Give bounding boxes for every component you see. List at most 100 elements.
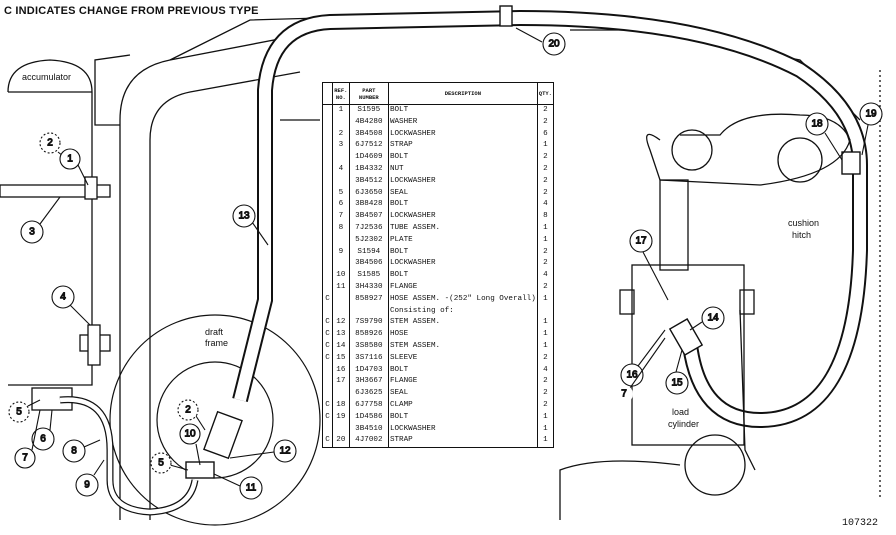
callout-14: 14 xyxy=(689,306,725,331)
ref-no-cell: 4 xyxy=(331,163,350,176)
part-number-cell: 3B4507 xyxy=(348,211,389,223)
figure-number: 107322 xyxy=(841,518,878,529)
callout-1: 1 xyxy=(59,148,89,186)
qty-cell: 2 xyxy=(536,352,555,365)
description-cell: LOCKWASHER xyxy=(387,128,538,141)
cushion-hitch xyxy=(646,113,851,186)
part-number-cell: 3B4510 xyxy=(348,423,389,436)
qty-cell: 4 xyxy=(536,270,555,282)
ref-no-cell: 14 xyxy=(331,340,350,353)
ref-no-cell: 16 xyxy=(331,364,350,377)
part-number-cell: 3S7116 xyxy=(348,352,389,365)
svg-text:2: 2 xyxy=(185,405,191,416)
change-flag-cell xyxy=(322,140,333,153)
part-number-cell: 1D4703 xyxy=(348,364,389,377)
change-flag-cell xyxy=(322,175,333,188)
change-flag-cell xyxy=(322,199,333,212)
callout-18: 18 xyxy=(805,112,843,161)
part-number-cell: 3H3667 xyxy=(348,376,389,389)
change-flag-cell xyxy=(322,376,333,389)
part-number-cell: 3S8580 xyxy=(348,340,389,353)
part-number-cell: 6J3650 xyxy=(348,187,389,200)
ref-no-cell xyxy=(331,152,350,164)
ref-no-cell: 1 xyxy=(331,104,350,117)
ref-no-cell: 18 xyxy=(331,399,350,412)
parts-table-header: REF. NO. PART NUMBER DESCRIPTION QTY. xyxy=(322,82,555,105)
part-number-cell: S1594 xyxy=(348,246,389,259)
description-cell: CLAMP xyxy=(387,399,538,412)
change-flag-cell xyxy=(322,211,333,223)
change-flag-cell xyxy=(322,423,333,436)
change-flag-cell xyxy=(322,281,333,294)
qty-cell: 1 xyxy=(536,140,555,153)
svg-text:17: 17 xyxy=(635,236,647,247)
draft-frame-label: draft xyxy=(205,327,224,337)
part-number-cell: 7S9790 xyxy=(348,317,389,330)
part-number-cell: 3B4512 xyxy=(348,175,389,188)
svg-text:10: 10 xyxy=(184,429,196,440)
callout-2b: 2 xyxy=(177,399,206,431)
svg-text:9: 9 xyxy=(84,480,90,491)
svg-text:2: 2 xyxy=(47,138,53,149)
qty-cell: 2 xyxy=(536,152,555,164)
part-number-cell: 4B4280 xyxy=(348,116,389,129)
description-cell: Consisting of: xyxy=(387,305,538,318)
svg-text:11: 11 xyxy=(246,483,257,494)
part-number-cell: 1B4332 xyxy=(348,163,389,176)
ref-no-cell xyxy=(331,305,350,318)
part-number-cell: 1D4609 xyxy=(348,152,389,164)
qty-cell: 6 xyxy=(536,128,555,141)
qty-cell: 2 xyxy=(536,399,555,412)
callout-7b: 7 xyxy=(615,337,666,403)
svg-text:8: 8 xyxy=(71,446,77,457)
change-flag-cell: C xyxy=(322,435,333,449)
svg-text:13: 13 xyxy=(238,211,250,222)
ref-no-cell: 9 xyxy=(331,246,350,259)
change-flag-cell: C xyxy=(322,340,333,353)
change-flag-cell xyxy=(322,187,333,200)
svg-text:5: 5 xyxy=(158,458,164,469)
qty-cell: 8 xyxy=(536,211,555,223)
svg-text:16: 16 xyxy=(626,370,638,381)
description-cell: LOCKWASHER xyxy=(387,423,538,436)
change-flag-cell xyxy=(322,116,333,129)
description-cell: TUBE ASSEM. xyxy=(387,222,538,235)
qty-cell: 1 xyxy=(536,222,555,235)
qty-cell: 1 xyxy=(536,435,555,449)
callout-8: 8 xyxy=(62,439,101,463)
description-cell: BOLT xyxy=(387,411,538,424)
callout-10: 10 xyxy=(179,423,201,466)
description-cell: NUT xyxy=(387,163,538,176)
svg-text:1: 1 xyxy=(67,154,73,165)
description-cell: WASHER xyxy=(387,116,538,129)
part-number-cell: 7J2536 xyxy=(348,222,389,235)
ref-no-cell xyxy=(331,116,350,129)
load-cylinder xyxy=(619,179,756,496)
callout-7a: 7 xyxy=(14,409,41,469)
description-cell: FLANGE xyxy=(387,376,538,389)
qty-cell: 2 xyxy=(536,388,555,400)
change-flag-cell xyxy=(322,128,333,141)
ref-no-cell xyxy=(331,423,350,436)
table-row: Consisting of: xyxy=(322,305,555,318)
svg-text:7: 7 xyxy=(22,453,28,464)
description-cell: SEAL xyxy=(387,187,538,200)
change-flag-cell: C xyxy=(322,411,333,424)
qty-cell: 1 xyxy=(536,340,555,353)
description-cell: SEAL xyxy=(387,388,538,400)
ref-no-cell: 5 xyxy=(331,187,350,200)
change-flag-cell: C xyxy=(322,352,333,365)
ref-no-cell: 15 xyxy=(331,352,350,365)
part-number-cell: 6J7758 xyxy=(348,399,389,412)
part-number-cell: 3B8428 xyxy=(348,199,389,212)
